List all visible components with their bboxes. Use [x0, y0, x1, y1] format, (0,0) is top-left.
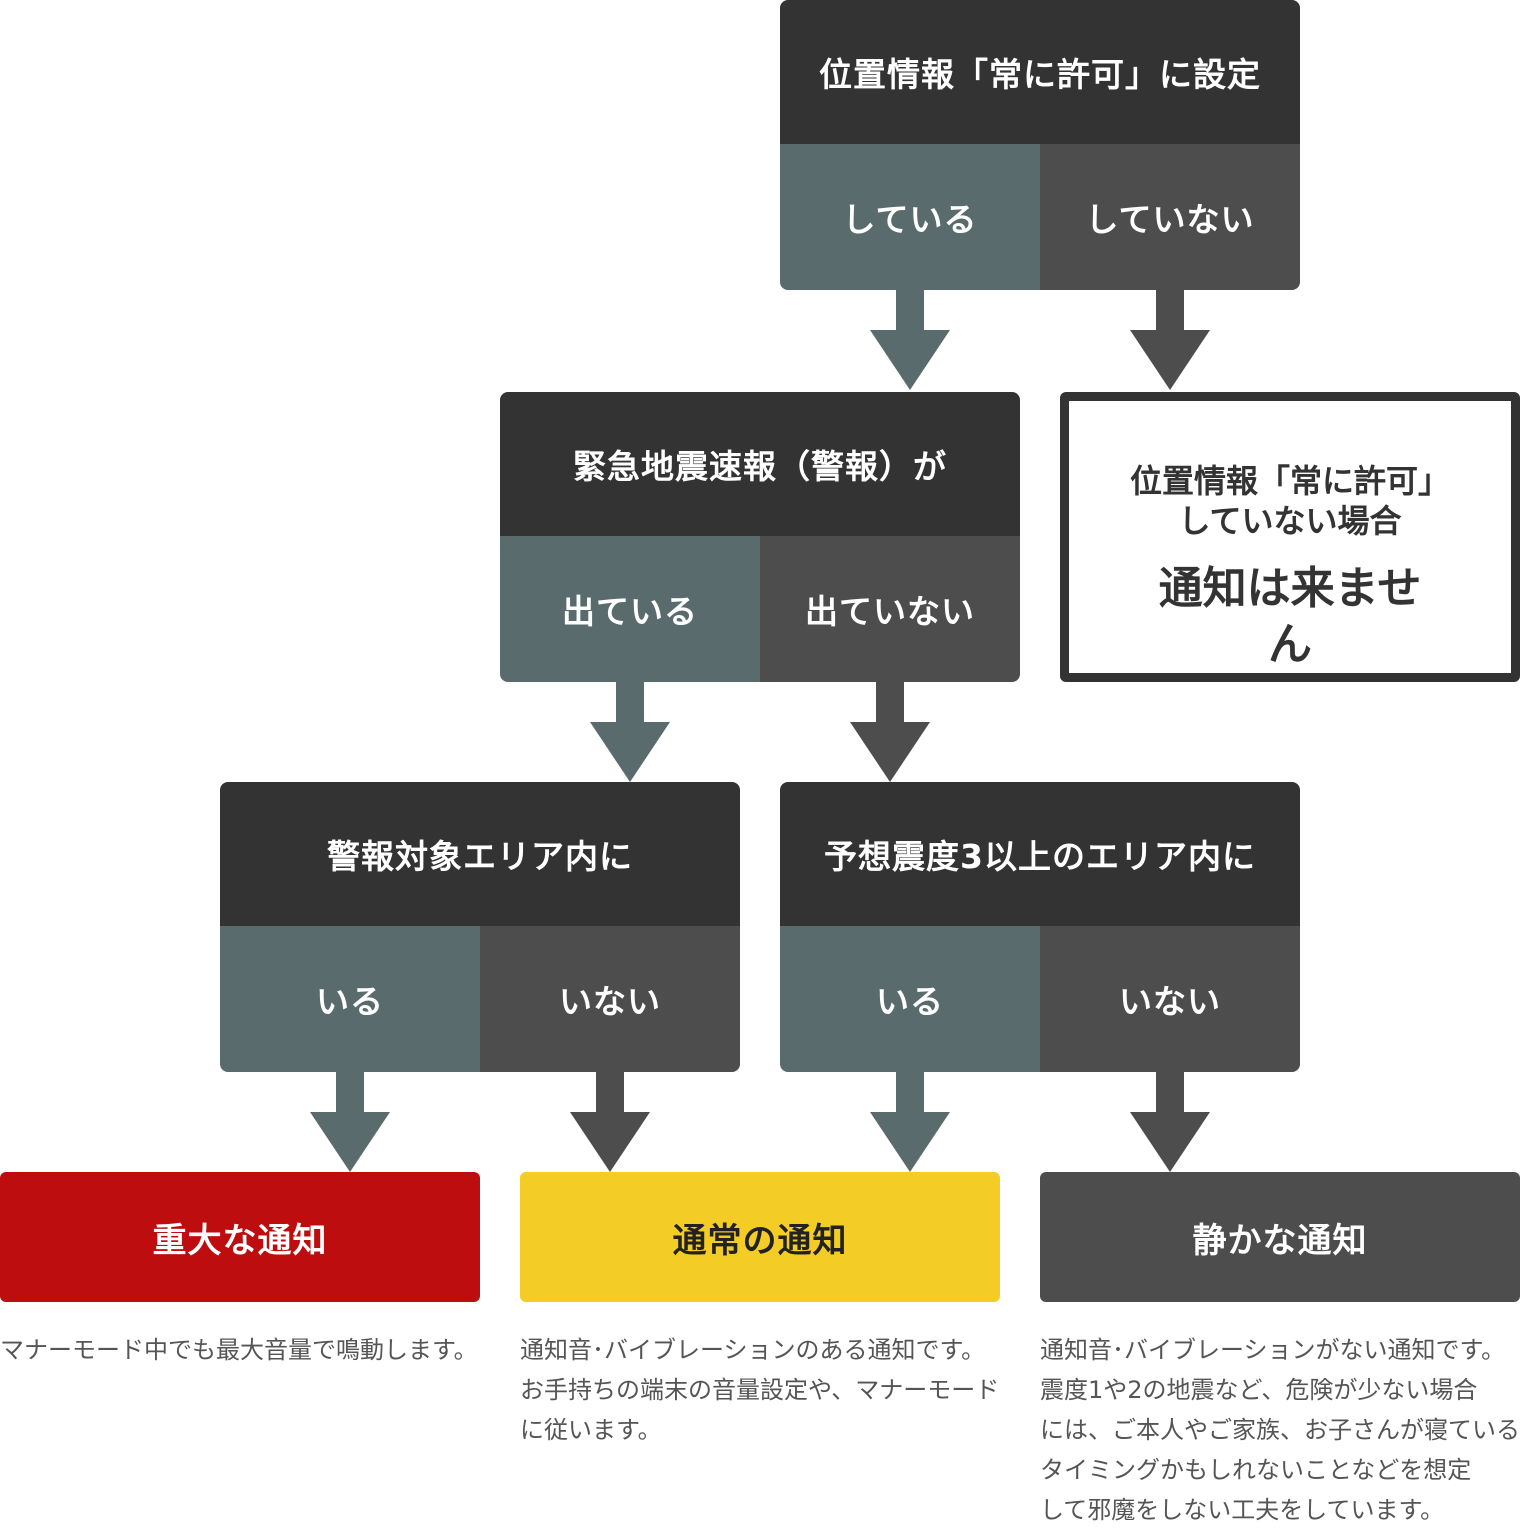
arrow-yes-2	[590, 682, 670, 782]
desc-critical: マナーモード中でも最大音量で鳴動します。	[0, 1330, 484, 1370]
desc-quiet: 通知音･バイブレーションがない通知です。 震度1や2の地震など、危険が少ない場合…	[1040, 1330, 1520, 1530]
question-earthquake-warning: 緊急地震速報（警報）が	[500, 392, 1020, 536]
answer-yes-permission: している	[780, 144, 1040, 290]
arrow-yes-1	[870, 290, 950, 390]
desc-normal-line: お手持ちの端末の音量設定や、マナーモード	[520, 1376, 1000, 1404]
node-location-permission: 位置情報「常に許可」に設定 している していない	[780, 0, 1300, 290]
answer-yes-intensity: いる	[780, 926, 1040, 1072]
desc-critical-line: マナーモード中でも最大音量で鳴動します。	[0, 1336, 478, 1364]
no-notification-text: 通知は来ません	[1139, 561, 1441, 678]
answer-yes-area: いる	[220, 926, 480, 1072]
node-intensity-area: 予想震度3以上のエリア内に いる いない	[780, 782, 1300, 1072]
answer-no-warning: 出ていない	[760, 536, 1020, 682]
arrow-no-4	[1130, 1072, 1210, 1172]
desc-normal-line: に従います。	[520, 1416, 662, 1444]
result-quiet: 静かな通知	[1040, 1172, 1520, 1302]
arrow-yes-3	[310, 1072, 390, 1172]
desc-quiet-line: 震度1や2の地震など、危険が少ない場合	[1040, 1376, 1478, 1404]
answer-yes-warning: 出ている	[500, 536, 760, 682]
question-intensity-area: 予想震度3以上のエリア内に	[780, 782, 1300, 926]
desc-quiet-line: タイミングかもしれないことなどを想定	[1040, 1456, 1472, 1484]
arrow-no-3	[570, 1072, 650, 1172]
no-permission-line1: 位置情報「常に許可」	[1129, 462, 1450, 500]
arrow-no-1	[1130, 290, 1210, 390]
answer-no-area: いない	[480, 926, 740, 1072]
no-permission-line2: していない場合	[1178, 502, 1402, 540]
desc-quiet-line: して邪魔をしない工夫をしています。	[1040, 1496, 1445, 1524]
question-location-permission: 位置情報「常に許可」に設定	[780, 0, 1300, 144]
answer-no-intensity: いない	[1040, 926, 1300, 1072]
question-warning-area: 警報対象エリア内に	[220, 782, 740, 926]
node-earthquake-warning: 緊急地震速報（警報）が 出ている 出ていない	[500, 392, 1020, 682]
no-permission-box: 位置情報「常に許可」 していない場合 通知は来ません	[1060, 392, 1520, 682]
desc-quiet-line: 通知音･バイブレーションがない通知です。	[1040, 1336, 1506, 1364]
arrow-no-2	[850, 682, 930, 782]
arrow-yes-4	[870, 1072, 950, 1172]
answer-no-permission: していない	[1040, 144, 1300, 290]
node-warning-area: 警報対象エリア内に いる いない	[220, 782, 740, 1072]
desc-normal: 通知音･バイブレーションのある通知です。 お手持ちの端末の音量設定や、マナーモー…	[520, 1330, 1004, 1450]
desc-normal-line: 通知音･バイブレーションのある通知です。	[520, 1336, 986, 1364]
result-normal: 通常の通知	[520, 1172, 1000, 1302]
desc-quiet-line: には、ご本人やご家族、お子さんが寝ている	[1040, 1416, 1520, 1444]
result-critical: 重大な通知	[0, 1172, 480, 1302]
